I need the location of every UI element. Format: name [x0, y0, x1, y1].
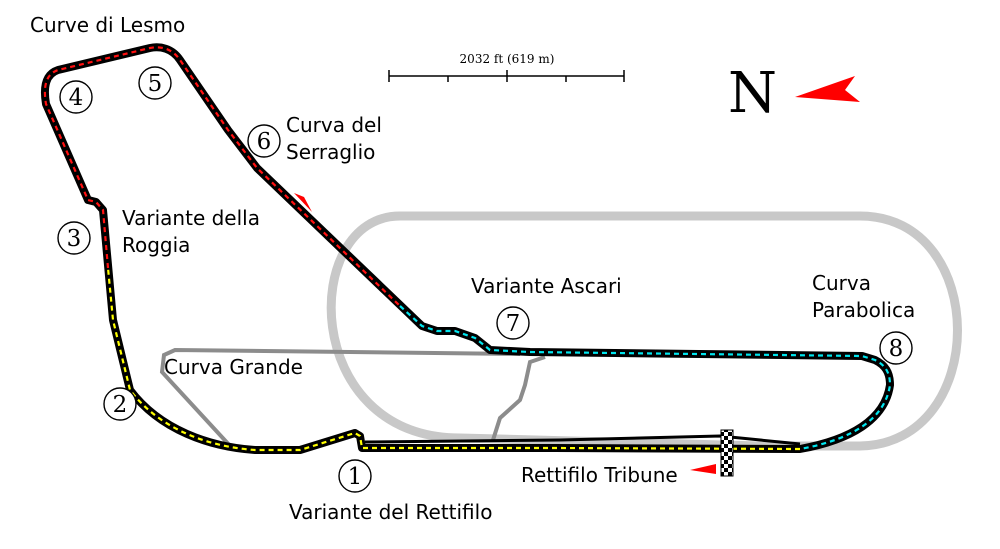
service-road-ascari	[491, 355, 546, 441]
label-curva-del-serraglio-line1: Curva del	[286, 113, 382, 137]
turn-number-3: 3	[67, 226, 82, 252]
turn-number-7: 7	[506, 311, 521, 337]
turn-marker-5: 5	[138, 66, 172, 100]
north-letter: N	[728, 61, 777, 126]
turn-marker-8: 8	[879, 331, 913, 365]
label-variante-della-roggia-line1: Variante della	[122, 206, 260, 230]
scale-bar-label: 2032 ft (619 m)	[460, 52, 555, 66]
label-variante-della-roggia-line2: Roggia	[122, 233, 190, 257]
turn-number-5: 5	[148, 71, 163, 97]
sector-1-dashes	[106, 267, 801, 452]
label-curva-del-serraglio-line2: Serraglio	[286, 140, 375, 164]
label-curve-di-lesmo: Curve di Lesmo	[30, 13, 185, 37]
turn-marker-4: 4	[59, 80, 93, 114]
turn-marker-6: 6	[247, 124, 281, 158]
turn-marker-2: 2	[103, 387, 137, 421]
turn-number-2: 2	[113, 392, 128, 418]
service-road-curva-grande	[159, 347, 521, 450]
direction-arrow-icon	[294, 193, 312, 212]
label-curva-parabolica-line2: Parabolica	[812, 298, 915, 322]
turn-number-6: 6	[257, 129, 272, 155]
turn-number-4: 4	[69, 85, 84, 111]
label-curva-grande: Curva Grande	[164, 355, 303, 379]
pit-lane	[364, 434, 801, 446]
direction-arrow-icon	[690, 464, 716, 474]
turn-number-8: 8	[889, 336, 904, 362]
label-curva-parabolica-line1: Curva	[812, 271, 871, 295]
oval-circuit	[326, 211, 962, 451]
label-variante-ascari: Variante Ascari	[471, 274, 622, 298]
scale-bar: 2032 ft (619 m)	[388, 52, 625, 82]
north-arrow-icon	[795, 76, 860, 102]
label-rettifilo-tribune: Rettifilo Tribune	[521, 463, 678, 487]
turn-marker-1: 1	[338, 459, 372, 493]
turn-marker-7: 7	[496, 306, 530, 340]
sector-2-dashes	[43, 46, 401, 307]
turn-number-1: 1	[348, 464, 363, 490]
sector-3-dashes	[399, 305, 892, 451]
label-variante-del-rettifilo: Variante del Rettifilo	[289, 500, 492, 524]
checkered-flag-icon	[720, 429, 734, 477]
turn-marker-3: 3	[57, 221, 91, 255]
